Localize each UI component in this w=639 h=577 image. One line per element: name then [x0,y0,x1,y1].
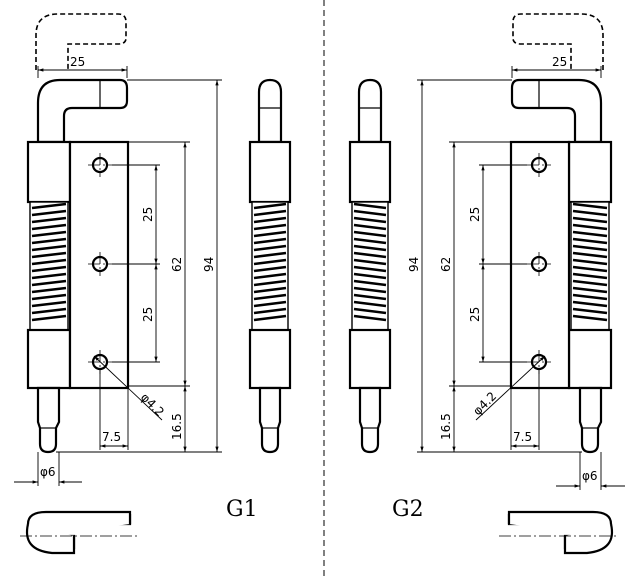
g1-pin [36,386,61,454]
g2-upper-sleeve [567,140,613,204]
g1-dim-pin-length: 16.5 [170,413,184,440]
g1-dashed-handle [35,13,127,70]
g1-top-view [20,510,140,555]
g2-front-view [509,13,613,454]
g1-spring-body [29,201,69,331]
g1-label: G1 [226,497,258,522]
g2-top-view [499,510,619,555]
g2-dashed-handle [512,13,604,70]
g2-l-handle [510,78,603,144]
g1-dim-width: 25 [70,55,85,69]
g2-lower-sleeve [567,328,613,390]
g1-spring-coils [31,202,67,322]
g1-dim-total-height: 94 [202,257,216,272]
g2-side-view [348,78,392,454]
g2-dim-plate-height: 62 [439,257,453,272]
g2-pin [578,386,603,454]
g2-spring-coils [572,202,608,322]
g2-dim-spacing-1: 25 [468,207,482,222]
g2-dim-spacing-2: 25 [468,307,482,322]
g2-dim-width: 25 [552,55,567,69]
g2-dim-total-height: 94 [407,257,421,272]
g2-dim-pin-diameter: φ6 [582,469,598,483]
g1-lower-sleeve [26,328,72,390]
g2-dim-hole-offset: 7.5 [513,430,532,444]
g1-dim-pin-diameter: φ6 [40,465,56,479]
g2-dim-hole-diameter: φ4.2 [470,389,499,418]
g1-l-handle [36,78,129,144]
g2-label: G2 [392,497,424,522]
g1-front-view [26,13,130,454]
g1-dim-spacing-1: 25 [141,207,155,222]
g1-dim-plate-height: 62 [170,257,184,272]
g1-side-view [248,78,292,454]
g1-dim-hole-diameter: φ4.2 [138,390,167,419]
g1-upper-sleeve [26,140,72,204]
g1-dim-spacing-2: 25 [141,307,155,322]
g1-dim-hole-offset: 7.5 [102,430,121,444]
g2-dim-pin-length: 16.5 [439,413,453,440]
